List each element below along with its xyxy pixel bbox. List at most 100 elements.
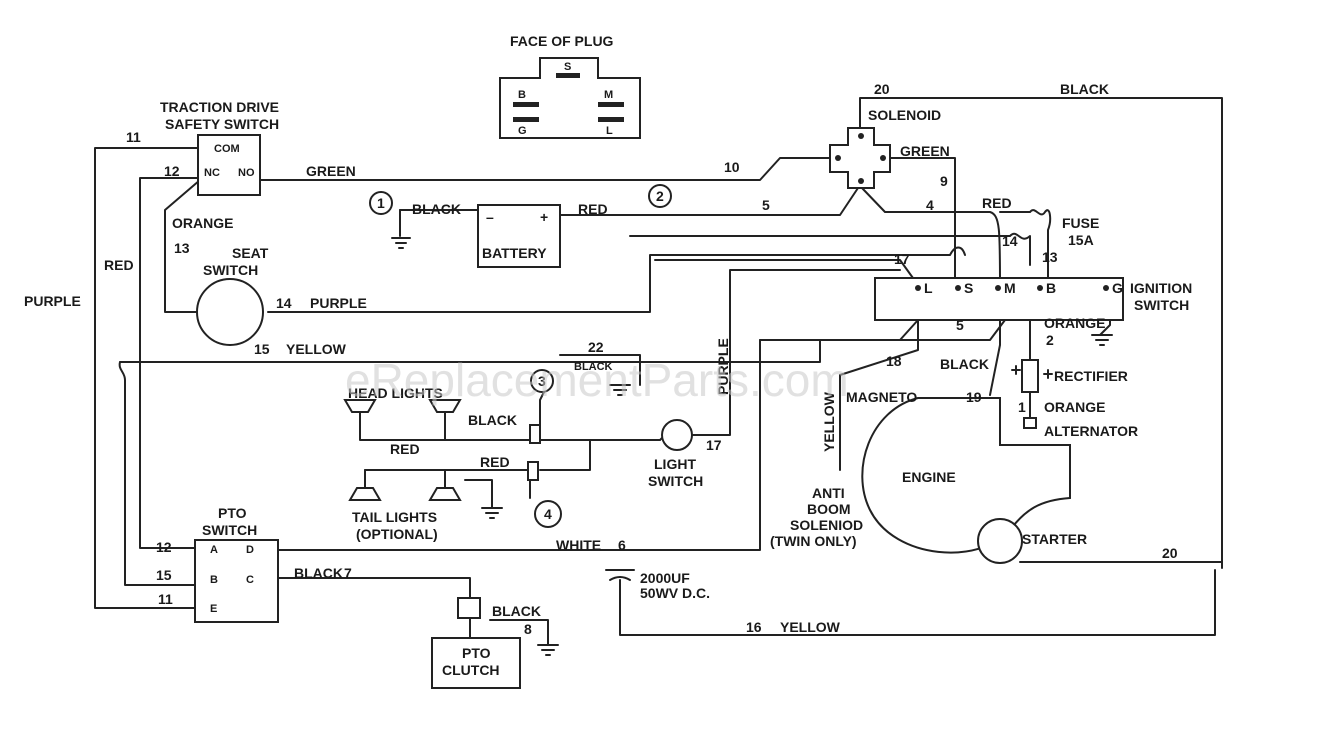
wire-purple-14: PURPLE [310,295,367,311]
alternator: ALTERNATOR [1023,417,1138,439]
wire-11-top: 11 [126,129,141,145]
wire-purple-left: PURPLE [24,293,81,309]
plug-pin-m: M [604,89,613,101]
anti-boom-label-4: (TWIN ONLY) [770,533,857,549]
wire-orange-ign: ORANGE [1044,315,1105,331]
wire-12-pto: 12 [156,539,172,555]
tail-light-connector [527,461,539,481]
tail-lights: TAIL LIGHTS (OPTIONAL) [348,487,462,542]
rectifier: RECTIFIER [1011,359,1128,393]
seat-switch: SEAT SWITCH [196,245,269,346]
pto-clutch-label-2: CLUTCH [442,662,500,678]
nc-terminal: NC [204,167,220,179]
wire-6: 6 [618,537,626,553]
ign-term-m: M [1004,280,1016,296]
wire-black-19: BLACK [940,356,989,372]
callouts: 1 2 3 4 [369,184,672,528]
wire-black-7: BLACK [294,565,343,581]
head-lights: HEAD LIGHTS [343,385,462,413]
pto-switch-label-2: SWITCH [202,522,257,538]
wire-red-fuse: RED [982,195,1012,211]
face-of-plug-label: FACE OF PLUG [510,33,614,49]
com-terminal: COM [214,143,240,155]
engine: ENGINE MAGNETO [846,389,1071,554]
ign-term-s: S [964,280,973,296]
wire-2: 2 [1046,332,1054,348]
wire-yellow-15: YELLOW [286,341,347,357]
wire-purple-vertical: PURPLE [715,338,731,395]
anti-boom-label-2: BOOM [807,501,851,517]
tail-lights-label-1: TAIL LIGHTS [352,509,437,525]
wire-9: 9 [940,173,948,189]
pto-switch: PTO SWITCH A B E D C [194,505,279,623]
wire-labels: 11 12 GREEN 10 20 BLACK GREEN 9 4 RED 14… [24,81,1178,637]
anti-boom-label-3: SOLENIOD [790,517,863,533]
plug-pin-s: S [564,61,571,73]
wire-black-22: BLACK [574,361,613,373]
wire-16: 16 [746,619,762,635]
no-terminal: NO [238,167,255,179]
callout-3: 3 [538,373,546,389]
wire-yellow-16: YELLOW [780,619,841,635]
wire-10: 10 [724,159,740,175]
battery-pos-icon: + [540,209,548,225]
ignition-switch: L S M B G IGNITION SWITCH [874,277,1192,321]
wire-19: 19 [966,389,982,405]
ignition-label-2: SWITCH [1134,297,1189,313]
wire-red-left: RED [104,257,134,273]
wire-green: GREEN [306,163,356,179]
ign-term-l: L [924,280,933,296]
pto-term-e: E [210,603,217,615]
wire-14-ign: 14 [1002,233,1018,249]
pto-term-c: C [246,574,254,586]
wire-20-top: 20 [874,81,890,97]
wire-white: WHITE [556,537,601,553]
fuse-label-1: FUSE [1062,215,1099,231]
wire-7: 7 [344,565,352,581]
wire-4: 4 [926,197,934,213]
watermark: eReplacementParts.com [345,354,849,406]
wire-20-starter: 20 [1162,545,1178,561]
magneto-label: MAGNETO [846,389,917,405]
wire-1: 1 [1018,399,1026,415]
plug-pin-b: B [518,89,526,101]
wire-8: 8 [524,621,532,637]
head-light-connector [529,424,541,444]
engine-label: ENGINE [902,469,956,485]
seat-switch-label-2: SWITCH [203,262,258,278]
anti-boom-solenoid: ANTI BOOM SOLENIOD (TWIN ONLY) [770,485,863,549]
wire-black-lights: BLACK [468,412,517,428]
wire-15-pto: 15 [156,567,172,583]
tail-lights-label-2: (OPTIONAL) [356,526,438,542]
traction-switch-label-2: SAFETY SWITCH [165,116,279,132]
wire-red-battery: RED [578,201,608,217]
wire-13: 13 [174,240,190,256]
traction-drive-safety-switch: TRACTION DRIVE SAFETY SWITCH COM NC NO [160,99,279,196]
capacitor: 2000UF 50WV D.C. [605,569,710,601]
alternator-label: ALTERNATOR [1044,423,1138,439]
fuse-label-2: 15A [1068,232,1094,248]
capacitor-label-1: 2000UF [640,570,690,586]
capacitor-label-2: 50WV D.C. [640,585,710,601]
wire-yellow-vertical: YELLOW [821,391,837,452]
wire-15: 15 [254,341,270,357]
light-switch-label-2: SWITCH [648,473,703,489]
seat-switch-label-1: SEAT [232,245,269,261]
plug-pin-g: G [518,125,527,137]
wire-12-top: 12 [164,163,180,179]
pto-term-b: B [210,574,218,586]
wire-18: 18 [886,353,902,369]
wire-red-headlights: RED [390,441,420,457]
wire-black-battery: BLACK [412,201,461,217]
wire-red-taillights: RED [480,454,510,470]
starter: STARTER [977,518,1087,564]
light-switch-label-1: LIGHT [654,456,696,472]
fuse: FUSE 15A [1062,215,1099,248]
battery-label: BATTERY [482,245,547,261]
ground-symbols [391,237,1113,656]
light-switch: LIGHT SWITCH [648,419,703,489]
wire-14: 14 [276,295,292,311]
plug-pin-l: L [606,125,613,137]
starter-label: STARTER [1022,531,1087,547]
